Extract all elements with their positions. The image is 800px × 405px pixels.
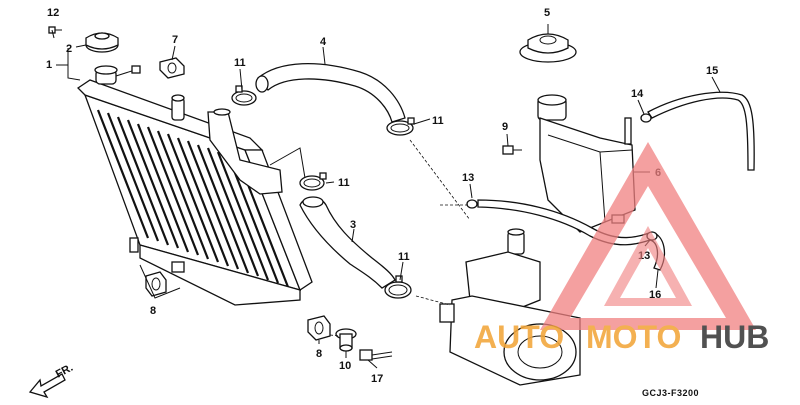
front-arrow: FR. (28, 362, 75, 399)
reserve-tank (537, 94, 636, 233)
watermark-triangle-inner-icon (604, 226, 692, 306)
radiator (76, 65, 313, 306)
hose-clamp-11b (386, 117, 415, 136)
callout-13a: 13 (462, 172, 474, 184)
callout-4: 4 (320, 36, 327, 48)
callout-5: 5 (544, 7, 550, 19)
siphon-tube (477, 199, 666, 271)
radiator-fins (96, 109, 290, 288)
collar-10 (335, 328, 357, 352)
radiator-cap (85, 32, 119, 53)
callout-17: 17 (371, 373, 383, 385)
callout-11d: 11 (398, 251, 410, 263)
callout-8a: 8 (150, 305, 156, 317)
watermark-hub: HUB (700, 319, 769, 355)
overflow-tube (647, 91, 755, 171)
diagram-code: GCJ3-F3200 (642, 388, 699, 398)
hose-clamp-11c (299, 172, 327, 191)
callout-14: 14 (631, 88, 644, 100)
callout-3: 3 (350, 219, 356, 231)
callout-15: 15 (706, 65, 718, 77)
front-label: FR. (54, 362, 75, 381)
watermark-auto: AUTO (474, 319, 564, 355)
clip-13a (466, 199, 478, 209)
lower-hose (299, 196, 396, 289)
thermostat-housing (439, 228, 581, 386)
callout-9: 9 (502, 121, 508, 133)
upper-hose (255, 62, 406, 123)
callout-7: 7 (172, 34, 178, 46)
hose-clamp-11d (384, 275, 412, 299)
leader-lines (51, 24, 721, 369)
clip-14 (640, 113, 652, 123)
watermark-triangle-icon (540, 142, 756, 330)
reserve-tank-cap (519, 33, 577, 63)
callout-11b: 11 (432, 115, 444, 127)
callout-labels: 12 2 1 7 11 4 11 11 3 11 8 8 10 17 5 9 1… (46, 7, 718, 385)
bolt-9 (502, 145, 522, 155)
screw-12 (48, 26, 62, 34)
watermark: AUTO MOTO HUB (474, 142, 769, 355)
hose-clamp-11a (231, 85, 257, 106)
bolt-17 (359, 349, 393, 361)
grommet-8b (307, 315, 331, 341)
callout-2: 2 (66, 43, 72, 55)
grommet-7 (159, 57, 185, 79)
callout-8b: 8 (316, 348, 322, 360)
callout-1: 1 (46, 59, 52, 71)
callout-11c: 11 (338, 177, 350, 189)
watermark-moto: MOTO (586, 319, 681, 355)
callout-11a: 11 (234, 57, 246, 69)
callout-10: 10 (339, 360, 351, 372)
front-arrow-icon (28, 373, 66, 399)
callout-12: 12 (47, 7, 59, 19)
